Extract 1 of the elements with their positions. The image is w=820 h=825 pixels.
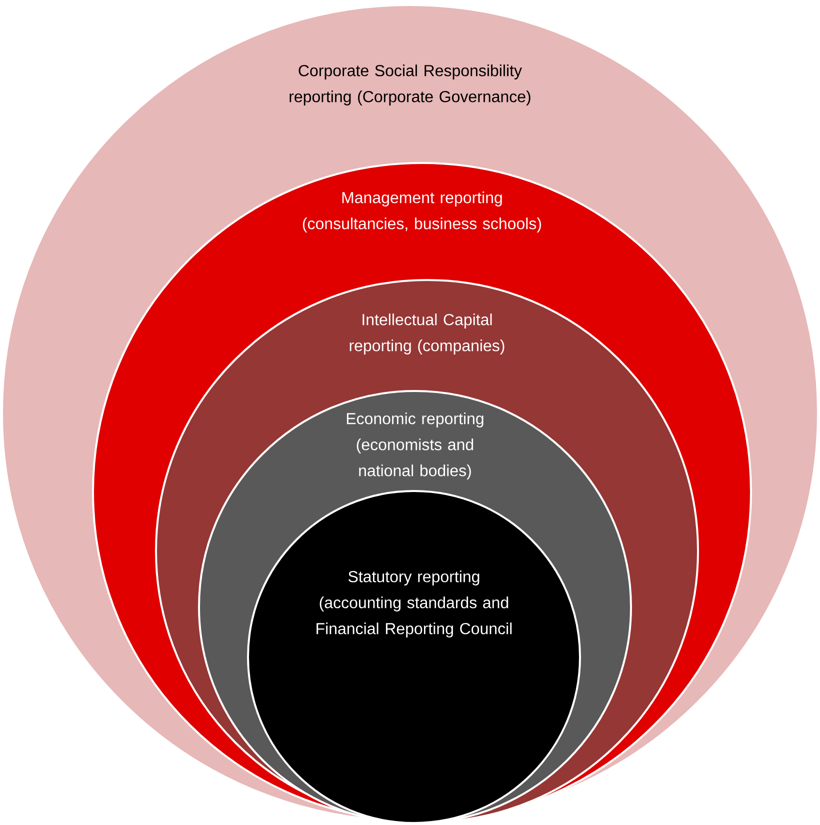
circle-band: Statutory reporting (accounting standards and Financial Reporting Council xyxy=(247,490,581,824)
